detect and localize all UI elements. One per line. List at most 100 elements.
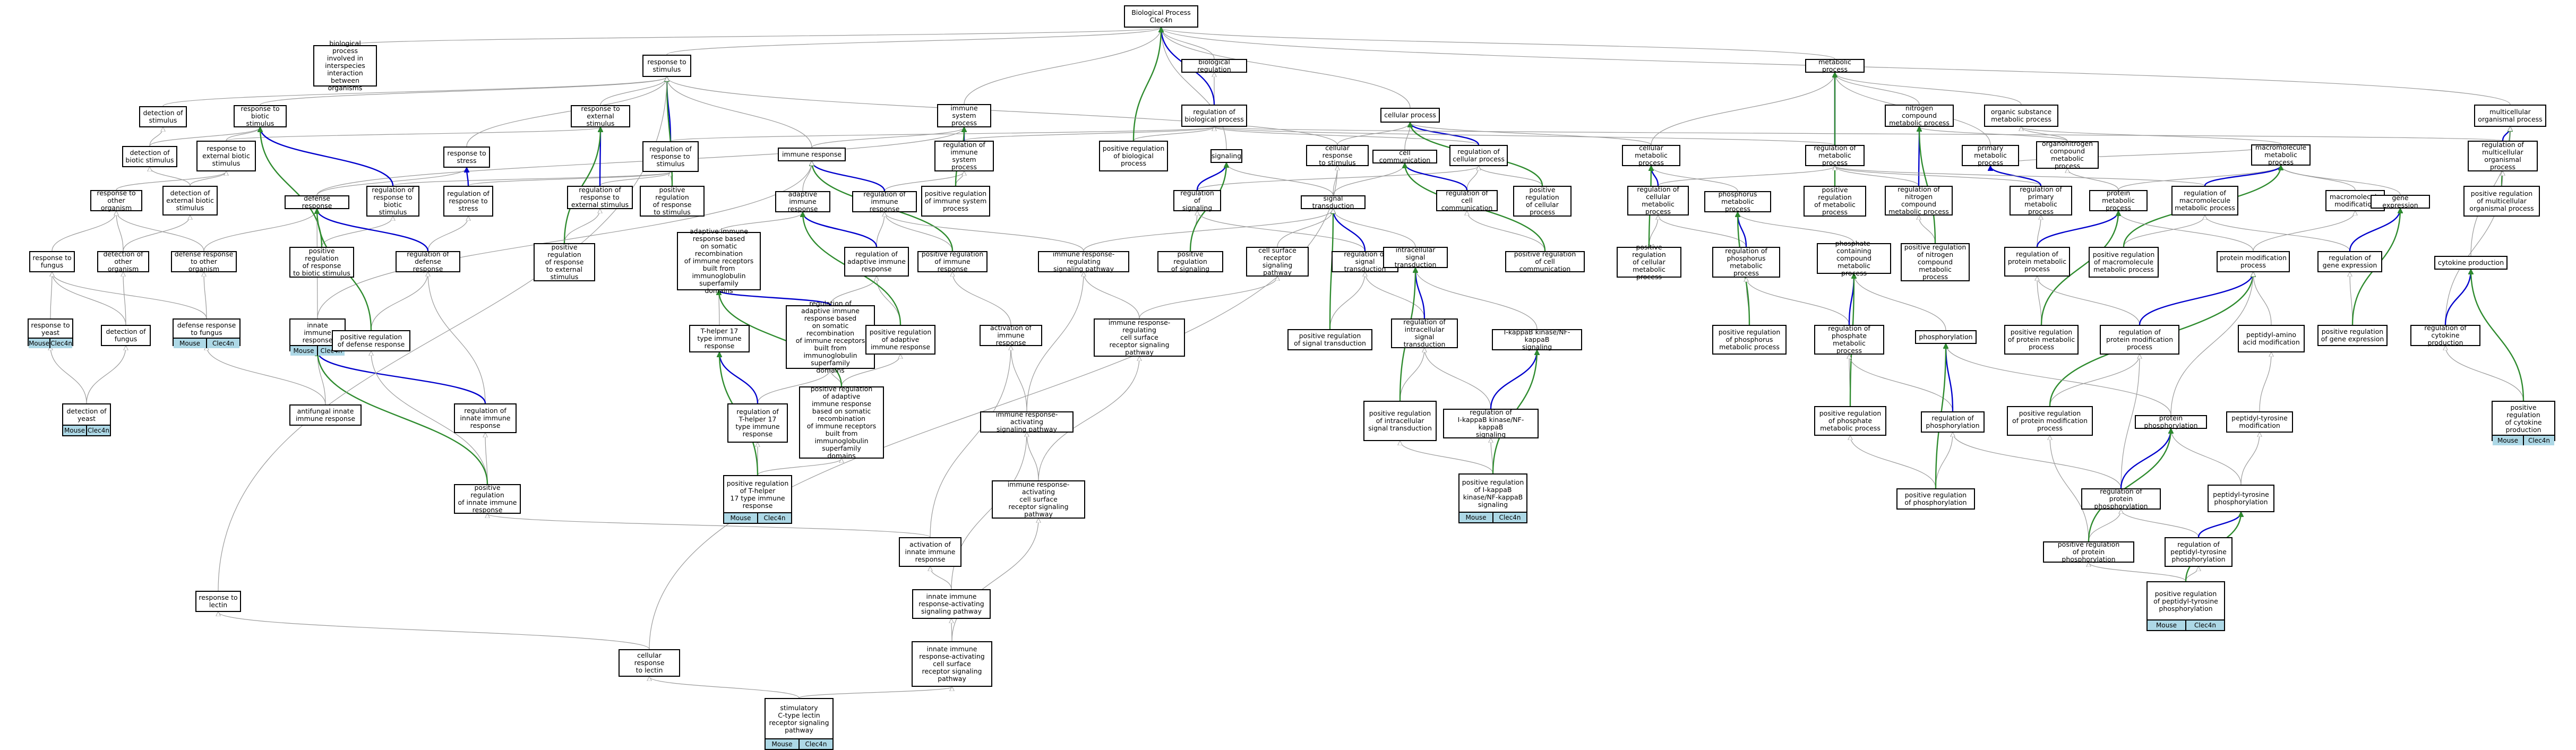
go-term-cellular-resp-lectin[interactable]: cellular response to lectin bbox=[619, 649, 680, 677]
go-term-ikb-kinase[interactable]: I-kappaB kinase/NF-kappaB signaling bbox=[1492, 329, 1582, 351]
go-term-reg-bp[interactable]: regulation of biological process bbox=[1181, 105, 1247, 127]
go-term-pos-reg-protein-modification[interactable]: positive regulation of protein modificat… bbox=[2007, 406, 2093, 436]
go-term-reg-intracellular-signal[interactable]: regulation of intracellular signal trans… bbox=[1391, 318, 1458, 348]
go-term-organic-substance[interactable]: organic substance metabolic process bbox=[1984, 105, 2058, 127]
go-term-protein-phosphorylation[interactable]: protein phosphorylation bbox=[2135, 415, 2207, 429]
go-term-reg-ikb[interactable]: regulation of I-kappaB kinase/NF-kappaB … bbox=[1443, 409, 1539, 438]
go-term-pos-reg-signaling[interactable]: positive regulation of signaling bbox=[1157, 251, 1223, 273]
go-term-metabolic-process[interactable]: metabolic process bbox=[1805, 58, 1865, 73]
go-term-organonitrogen[interactable]: organonitrogen compound metabolic proces… bbox=[2036, 140, 2099, 170]
species-tag[interactable]: Mouse bbox=[290, 346, 317, 356]
go-term-primary-metabolic[interactable]: primary metabolic process bbox=[1962, 144, 2019, 167]
go-term-reg-cytokine-production[interactable]: regulation of cytokine production bbox=[2410, 324, 2480, 347]
go-term-pos-reg-innate[interactable]: positive regulation of innate immune res… bbox=[454, 484, 521, 514]
go-term-detection-biotic[interactable]: detection of biotic stimulus bbox=[122, 146, 177, 167]
go-term-reg-innate[interactable]: regulation of innate immune response bbox=[454, 403, 517, 433]
go-term-reg-macromolecule-metabolic[interactable]: regulation of macromolecule metabolic pr… bbox=[2171, 186, 2238, 215]
go-term-pos-reg-adaptive-somatic[interactable]: positive regulation of adaptive immune r… bbox=[799, 385, 884, 460]
go-term-reg-adaptive-somatic[interactable]: regulation of adaptive immune response b… bbox=[786, 300, 875, 374]
go-term-innate-activating-cell-surface[interactable]: innate immune response-activating cell s… bbox=[912, 641, 992, 687]
go-term-pos-reg-macromolecule-metabolic[interactable]: positive regulation of macromolecule met… bbox=[2089, 247, 2159, 278]
go-term-pos-reg-phosphorus[interactable]: positive regulation of phosphorus metabo… bbox=[1712, 325, 1787, 355]
go-term-stimulatory-clec[interactable]: stimulatory C-type lectin receptor signa… bbox=[765, 698, 834, 750]
go-term-detection-stimulus[interactable]: detection of stimulus bbox=[139, 106, 187, 127]
go-term-defense-response[interactable]: defense response bbox=[285, 195, 349, 210]
go-term-reg-resp-stress[interactable]: regulation of response to stress bbox=[443, 186, 493, 217]
go-term-adaptive-somatic[interactable]: adaptive immune response based on somati… bbox=[677, 228, 761, 295]
go-term-resp-ext-biotic[interactable]: response to external biotic stimulus bbox=[196, 141, 256, 171]
species-tag[interactable]: Mouse bbox=[1459, 513, 1492, 522]
go-term-reg-protein-modification[interactable]: regulation of protein modification proce… bbox=[2100, 325, 2179, 355]
go-term-resp-stimulus[interactable]: response to stimulus bbox=[642, 55, 691, 77]
go-term-pos-reg-peptidyl-tyrosine[interactable]: positive regulation of peptidyl-tyrosine… bbox=[2146, 581, 2225, 631]
species-tag[interactable]: Mouse bbox=[63, 426, 86, 435]
go-term-pos-reg-bp[interactable]: positive regulation of biological proces… bbox=[1099, 141, 1168, 171]
go-term-pos-reg-metabolic[interactable]: positive regulation of metabolic process bbox=[1804, 186, 1866, 217]
species-tag[interactable]: Mouse bbox=[174, 339, 206, 348]
go-term-pos-reg-gene-expression[interactable]: positive regulation of gene expression bbox=[2317, 325, 2388, 346]
gene-tag[interactable]: Clec4n bbox=[86, 426, 110, 435]
go-term-pos-reg-resp-stimulus[interactable]: positive regulation of response to stimu… bbox=[640, 186, 705, 217]
go-term-immune-resp-reg-signaling[interactable]: immune response-regulating signaling pat… bbox=[1038, 251, 1129, 273]
go-term-phosphorus-metabolic[interactable]: phosphorus metabolic process bbox=[1704, 191, 1771, 213]
go-term-activation-innate[interactable]: activation of innate immune response bbox=[899, 537, 961, 567]
go-term-reg-nitrogen-compound[interactable]: regulation of nitrogen compound metaboli… bbox=[1885, 186, 1953, 215]
go-term-pos-reg-immune-system[interactable]: positive regulation of immune system pro… bbox=[921, 186, 990, 217]
go-term-biological-regulation[interactable]: biological regulation bbox=[1181, 58, 1247, 73]
go-term-gene-expression[interactable]: gene expression bbox=[2371, 194, 2430, 209]
go-term-multicellular-organismal[interactable]: multicellular organismal process bbox=[2474, 105, 2546, 127]
go-term-macromolecule-metabolic[interactable]: macromolecule metabolic process bbox=[2251, 144, 2311, 166]
species-tag[interactable]: Mouse bbox=[2493, 436, 2523, 445]
species-tag[interactable]: Mouse bbox=[2148, 620, 2185, 630]
go-term-cellular-metabolic[interactable]: cellular metabolic process bbox=[1622, 144, 1680, 167]
go-term-pos-reg-intracellular[interactable]: positive regulation of intracellular sig… bbox=[1363, 401, 1437, 441]
go-term-protein-metabolic[interactable]: protein metabolic process bbox=[2089, 189, 2148, 212]
go-term-reg-phosphate-metabolic[interactable]: regulation of phosphate metabolic proces… bbox=[1814, 325, 1884, 355]
go-term-pos-reg-signal-transduction[interactable]: positive regulation of signal transducti… bbox=[1287, 329, 1372, 350]
go-term-pos-reg-th17[interactable]: positive regulation of T-helper 17 type … bbox=[723, 475, 792, 524]
go-term-pos-reg-nitrogen[interactable]: positive regulation of nitrogen compound… bbox=[1901, 243, 1970, 281]
go-term-peptidyl-tyrosine-phosphorylation[interactable]: peptidyl-tyrosine phosphorylation bbox=[2208, 485, 2274, 512]
go-term-cellular-resp-stimulus[interactable]: cellular response to stimulus bbox=[1306, 144, 1369, 167]
go-term-pos-reg-resp-biotic[interactable]: positive regulation of response to bioti… bbox=[289, 247, 354, 278]
go-term-pos-reg-protein-phosphorylation[interactable]: positive regulation of protein phosphory… bbox=[2043, 541, 2134, 563]
go-term-resp-external[interactable]: response to external stimulus bbox=[571, 105, 630, 127]
go-term-pos-reg-cellular-process[interactable]: positive regulation of cellular process bbox=[1513, 186, 1572, 217]
go-term-pos-reg-cellular-metabolic[interactable]: positive regulation of cellular metaboli… bbox=[1617, 244, 1681, 281]
go-term-resp-other-organism[interactable]: response to other organism bbox=[90, 189, 142, 212]
species-tag[interactable]: Mouse bbox=[766, 739, 798, 749]
go-term-reg-cellular-process[interactable]: regulation of cellular process bbox=[1449, 145, 1508, 166]
go-term-immune-resp-activating-cell-surface[interactable]: immune response-activating cell surface … bbox=[992, 480, 1085, 519]
go-term-reg-gene-expression[interactable]: regulation of gene expression bbox=[2317, 251, 2382, 272]
go-term-peptidyl-tyrosine-modification[interactable]: peptidyl-tyrosine modification bbox=[2226, 411, 2293, 433]
go-term-reg-adaptive[interactable]: regulation of adaptive immune response bbox=[844, 247, 909, 277]
go-term-cytokine-production[interactable]: cytokine production bbox=[2434, 256, 2508, 270]
go-term-pos-reg-ikb[interactable]: positive regulation of I-kappaB kinase/N… bbox=[1458, 473, 1527, 523]
go-term-pos-reg-defense[interactable]: positive regulation of defense response bbox=[332, 330, 410, 351]
go-term-pos-reg-cytokine[interactable]: positive regulation of cytokine producti… bbox=[2492, 401, 2555, 445]
species-tag[interactable]: Mouse bbox=[29, 339, 50, 348]
go-term-reg-resp-external[interactable]: regulation of response to external stimu… bbox=[567, 186, 633, 209]
go-term-peptidyl-amino-acid[interactable]: peptidyl-amino acid modification bbox=[2238, 325, 2305, 352]
go-term-activation-immune[interactable]: activation of immune response bbox=[980, 324, 1042, 347]
go-term-pos-reg-immune-response[interactable]: positive regulation of immune response bbox=[917, 251, 988, 273]
go-term-immune-resp-reg-cell-surface[interactable]: immune response-regulating cell surface … bbox=[1094, 318, 1185, 357]
go-term-reg-immune-system[interactable]: regulation of immune system process bbox=[934, 141, 994, 171]
gene-tag[interactable]: Clec4n bbox=[49, 339, 72, 348]
gene-tag[interactable]: Clec4n bbox=[206, 339, 239, 348]
go-term-reg-resp-stimulus[interactable]: regulation of response to stimulus bbox=[642, 141, 699, 172]
go-term-th17-response[interactable]: T-helper 17 type immune response bbox=[689, 325, 750, 352]
go-term-reg-immune-response[interactable]: regulation of immune response bbox=[852, 191, 917, 213]
go-term-pos-reg-phosphorylation[interactable]: positive regulation of phosphorylation bbox=[1896, 488, 1975, 510]
gene-tag[interactable]: Clec4n bbox=[1492, 513, 1526, 522]
go-term-detection-ext-biotic[interactable]: detection of external biotic stimulus bbox=[162, 186, 218, 215]
go-term-phosphorylation[interactable]: phosphorylation bbox=[1915, 330, 1977, 344]
gene-tag[interactable]: Clec4n bbox=[798, 739, 832, 749]
go-term-cell-surface-receptor[interactable]: cell surface receptor signaling pathway bbox=[1246, 247, 1309, 277]
go-term-reg-metabolic[interactable]: regulation of metabolic process bbox=[1805, 144, 1865, 167]
go-term-phosphate-containing[interactable]: phosphate-containing compound metabolic … bbox=[1817, 240, 1891, 277]
go-term-immune-resp-activating[interactable]: immune response-activating signaling pat… bbox=[980, 411, 1074, 433]
go-term-antifungal-innate[interactable]: antifungal innate immune response bbox=[289, 404, 362, 426]
